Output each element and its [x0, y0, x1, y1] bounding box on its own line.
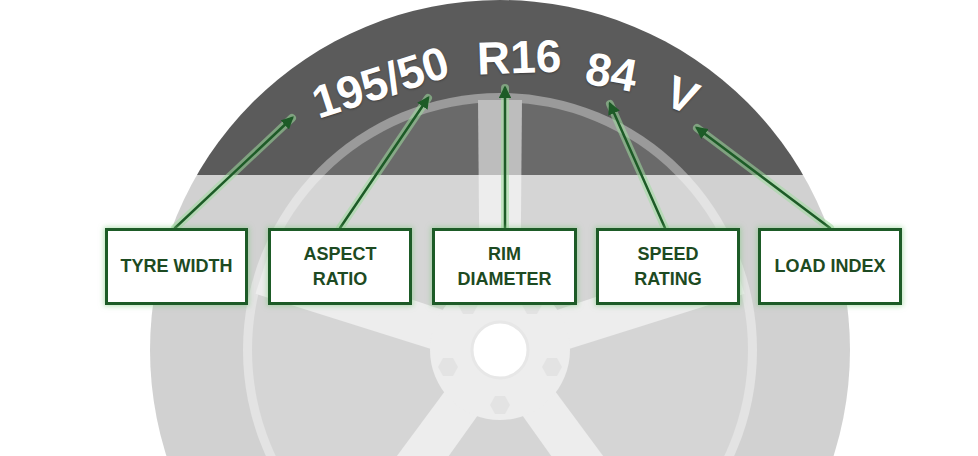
box-label: RIM DIAMETER — [435, 242, 574, 291]
leader-line — [340, 98, 428, 228]
tyre-marking: R16 — [476, 33, 562, 82]
label-box: LOAD INDEX — [758, 228, 902, 305]
box-label: LOAD INDEX — [766, 254, 893, 278]
leader-lines — [175, 88, 830, 228]
box-label: ASPECT RATIO — [271, 242, 409, 291]
box-label: SPEED RATING — [599, 242, 737, 291]
box-label: TYRE WIDTH — [113, 254, 241, 278]
label-box: ASPECT RATIO — [268, 228, 412, 305]
label-box: SPEED RATING — [596, 228, 740, 305]
leader-line — [697, 128, 830, 228]
tyre-marking: 84 — [583, 45, 641, 99]
leader-line — [175, 118, 292, 228]
label-box: TYRE WIDTH — [105, 228, 248, 305]
fade-overlay — [0, 175, 978, 456]
label-box: RIM DIAMETER — [432, 228, 577, 305]
leader-line — [610, 104, 665, 228]
leader-line — [504, 88, 507, 228]
